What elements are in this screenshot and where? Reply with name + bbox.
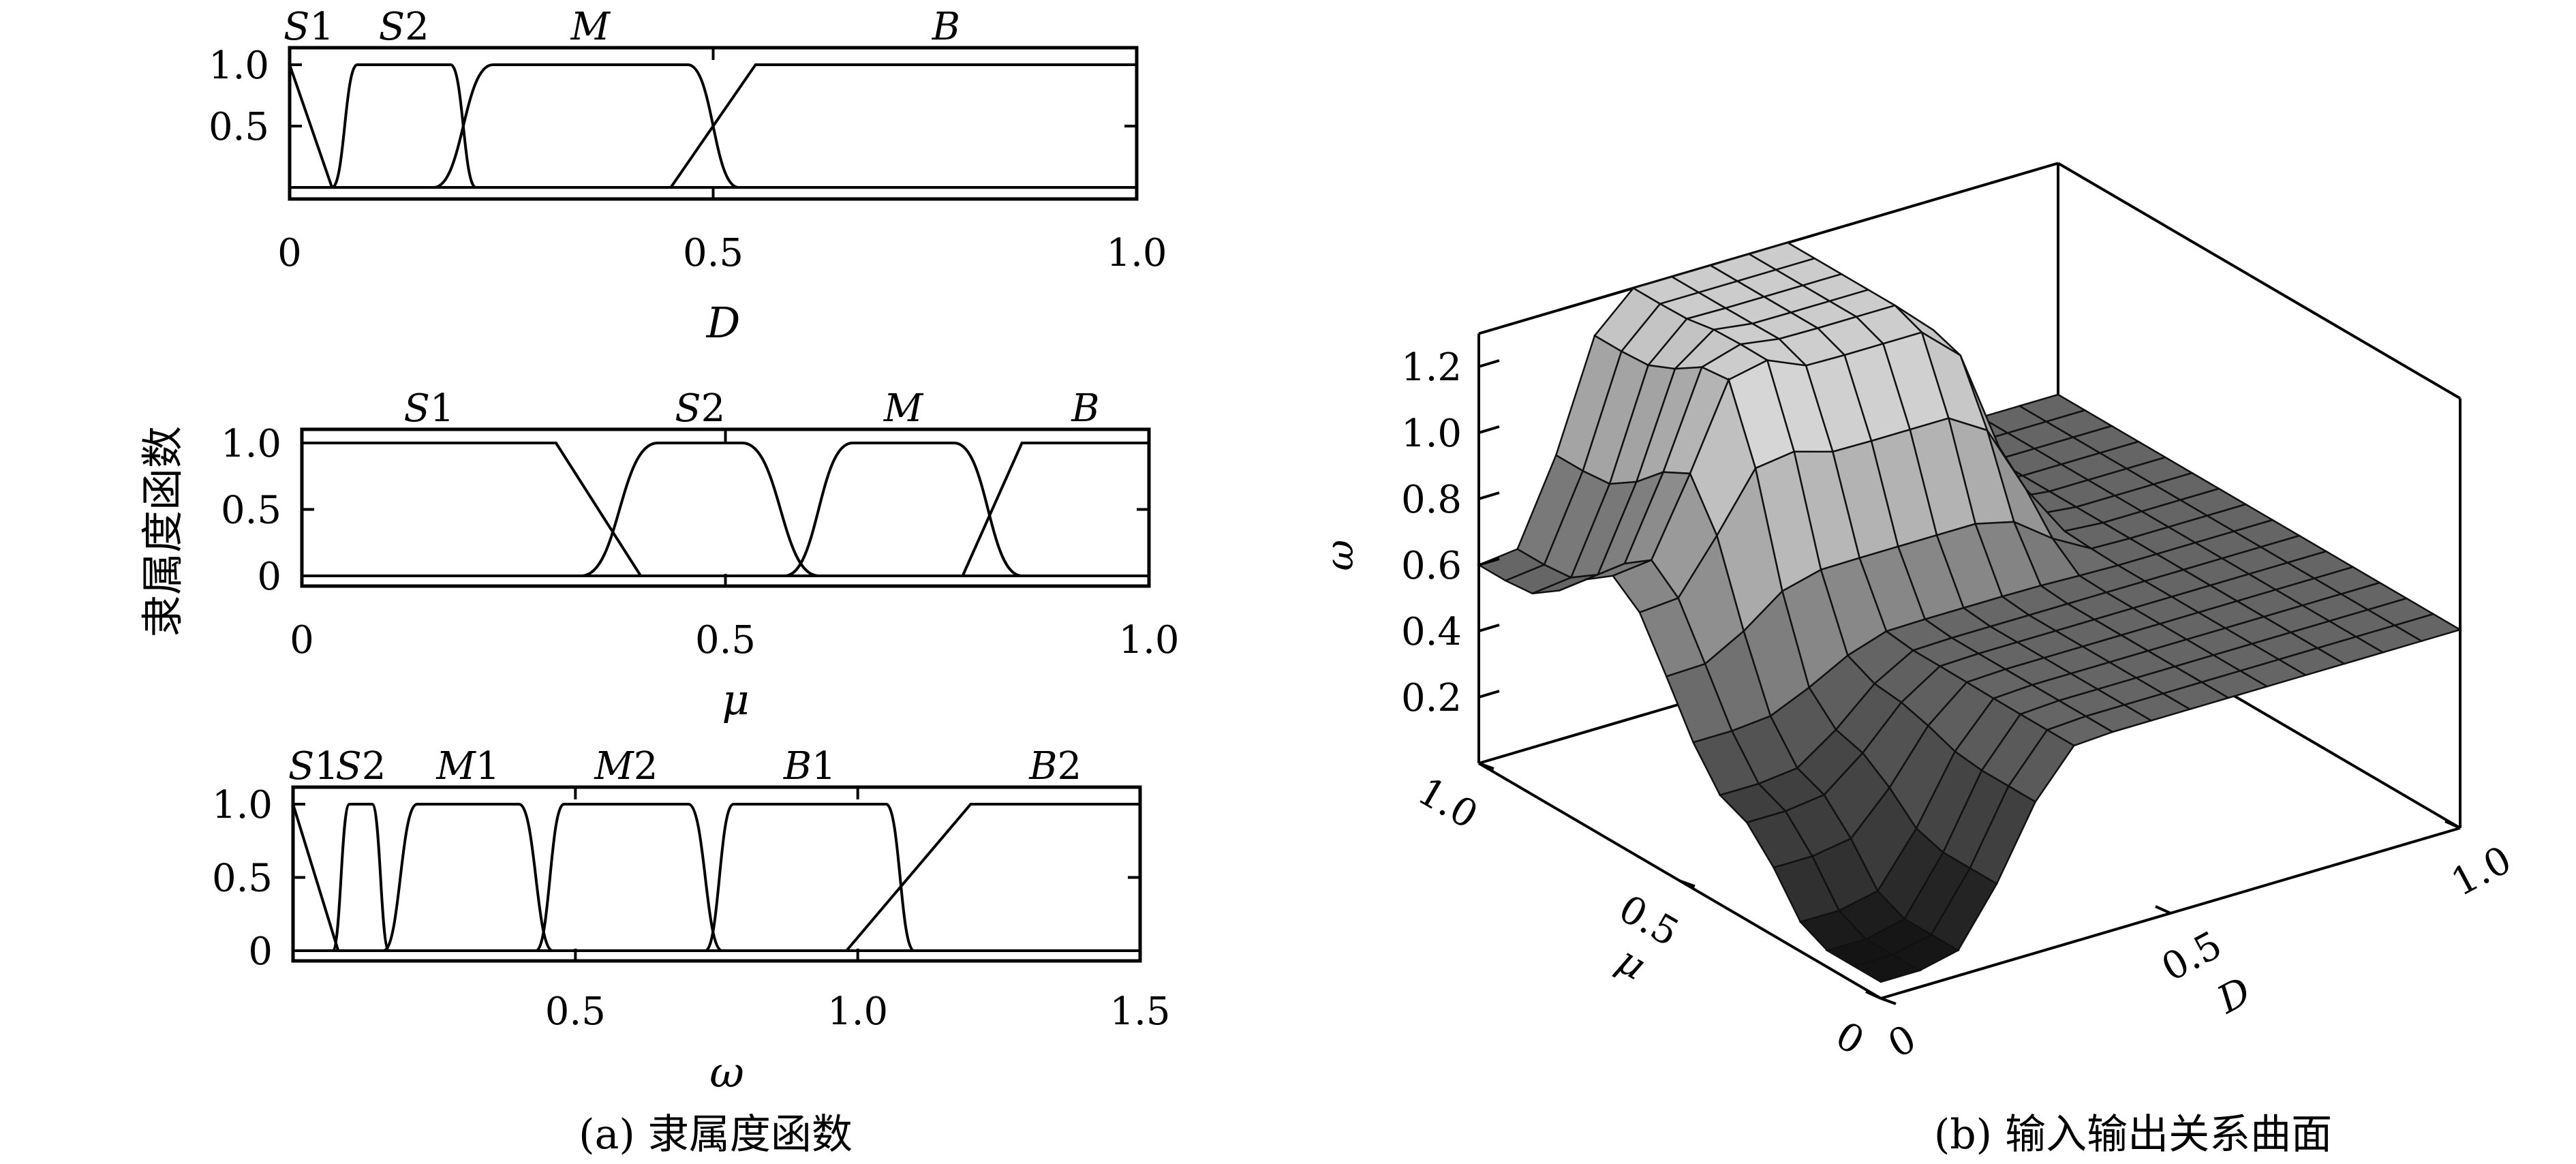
- mf-curve-b1: [704, 803, 915, 952]
- mu-tick: [1478, 762, 1494, 770]
- mf-curve-b: [669, 63, 1137, 189]
- x-tick-label: 1.0: [827, 990, 888, 1034]
- d-tick: [2155, 905, 2171, 915]
- mf-curve-s1: [292, 803, 340, 951]
- x-axis-label: μ: [722, 675, 749, 724]
- y-tick-label: 1.0: [209, 44, 269, 88]
- x-tick-label: 1.0: [1118, 618, 1179, 662]
- z-tick-label: 0.4: [1401, 610, 1462, 654]
- mf-label-s2: S2: [335, 744, 386, 788]
- plot-frame: [300, 427, 1151, 588]
- mf-label-b1: B1: [783, 744, 836, 788]
- z-tick: [1478, 557, 1500, 566]
- z-tick: [1478, 425, 1500, 434]
- membership-plot-mu: 0 0.5 1.0 0 0.5 1.0 μ S1 S2 M B: [221, 386, 1180, 724]
- mf-curve-s2: [331, 63, 477, 189]
- mf-curve-s1: [288, 64, 334, 188]
- surface-mesh: [1477, 241, 2463, 983]
- mf-curve-s2: [331, 803, 390, 952]
- x-tick-label: 1.0: [1106, 231, 1167, 275]
- mf-curve-b2: [845, 803, 1140, 952]
- mf-label-s1: S1: [283, 5, 334, 49]
- y-tick-label: 0.5: [221, 489, 281, 533]
- z-tick-label: 1.2: [1401, 346, 1462, 390]
- mf-label-b: B: [1071, 386, 1099, 431]
- d-axis-label: D: [2210, 969, 2258, 1023]
- mf-label-m: M: [883, 386, 924, 431]
- z-tick: [1478, 491, 1500, 500]
- x-tick-label: 1.5: [1109, 990, 1170, 1034]
- x-tick-label: 0.5: [695, 618, 756, 662]
- mf-label-b2: B2: [1028, 744, 1082, 788]
- mf-curve-m1: [382, 803, 554, 952]
- mf-curve-m: [784, 442, 1022, 577]
- mf-label-s1: S1: [288, 744, 339, 788]
- d-tick: [2444, 820, 2461, 829]
- mu-tick: [1679, 879, 1696, 888]
- mu-tick-label: 0: [1828, 1013, 1871, 1064]
- y-tick-label: 0.5: [209, 105, 269, 149]
- x-axis-label: D: [706, 298, 741, 348]
- mf-label-s1: S1: [403, 386, 454, 431]
- z-tick-label: 0.2: [1401, 676, 1462, 720]
- mu-tick-label: 0.5: [1611, 887, 1686, 955]
- d-tick-label: 0: [1881, 1017, 1923, 1067]
- y-tick-label: 0: [248, 930, 273, 974]
- mu-axis-label: μ: [1610, 938, 1653, 988]
- surface-face: [1852, 953, 1922, 983]
- mf-label-m1: M1: [435, 744, 500, 788]
- caption-b: (b) 输入输出关系曲面: [1934, 1111, 2332, 1159]
- z-tick-label: 0.6: [1401, 544, 1462, 588]
- mf-label-m: M: [570, 5, 611, 49]
- z-tick: [1478, 359, 1500, 368]
- y-tick-label: 1.0: [221, 422, 281, 466]
- x-tick-label: 0: [277, 231, 302, 275]
- mf-label-s2: S2: [675, 386, 725, 431]
- mu-tick: [1880, 997, 1897, 1005]
- plot-frame: [291, 785, 1142, 963]
- z-tick-label: 0.8: [1401, 478, 1462, 522]
- mf-curve-s2: [581, 442, 819, 577]
- x-tick-label: 0.5: [683, 231, 743, 275]
- caption-a: (a) 隶属度函数: [579, 1111, 853, 1159]
- mf-curve-m: [433, 63, 739, 189]
- y-tick-label: 0: [257, 555, 281, 599]
- mf-curve-b: [961, 442, 1149, 577]
- mf-label-b: B: [932, 5, 960, 49]
- mf-curve-s1: [302, 442, 642, 577]
- mf-label-m2: M2: [594, 744, 658, 788]
- z-axis-label: ω: [1318, 540, 1362, 571]
- x-tick-label: 0.5: [545, 990, 606, 1034]
- membership-plot-d: 0 0.5 1.0 0.5 1.0D S1 S2 M B: [209, 5, 1167, 348]
- z-tick: [1478, 624, 1500, 632]
- shared-y-axis-label: 隶属度函数: [138, 426, 187, 637]
- y-tick-label: 0.5: [212, 857, 273, 901]
- mu-tick-label: 1.0: [1410, 769, 1485, 838]
- box-top-edge: [2057, 162, 2462, 400]
- z-tick-label: 1.0: [1401, 412, 1462, 456]
- z-tick: [1478, 690, 1500, 699]
- y-tick-label: 1.0: [212, 783, 273, 827]
- x-tick-label: 0: [290, 618, 314, 662]
- mf-label-s2: S2: [379, 5, 429, 49]
- x-axis-label: ω: [709, 1047, 744, 1097]
- d-tick-label: 1.0: [2444, 838, 2519, 905]
- mf-curve-m2: [535, 803, 723, 952]
- d-tick: [1865, 990, 1882, 1000]
